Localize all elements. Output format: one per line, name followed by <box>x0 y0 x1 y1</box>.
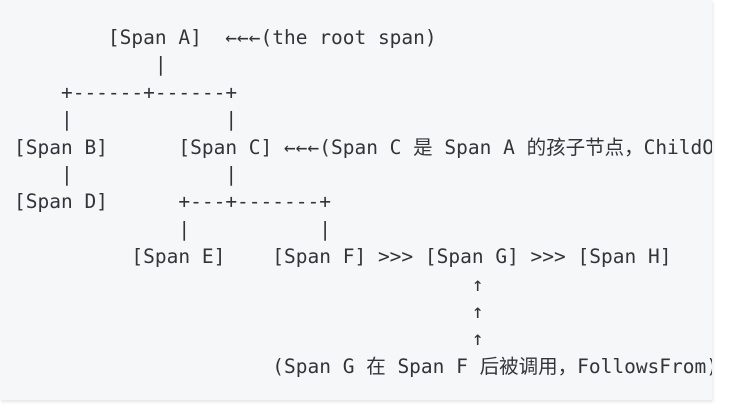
span-tree-ascii-diagram: [Span A] ←←←(the root span) | +------+--… <box>14 26 712 378</box>
ascii-diagram-panel: [Span A] ←←←(the root span) | +------+--… <box>14 26 712 378</box>
